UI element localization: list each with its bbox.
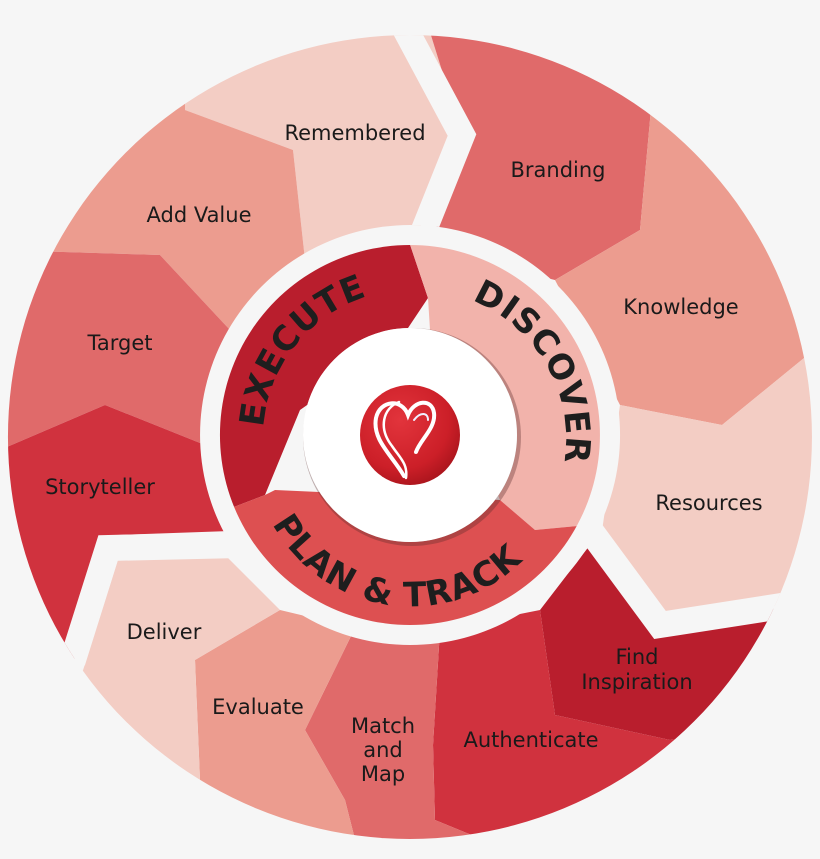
segment-storyteller[interactable] xyxy=(0,405,260,700)
segment-evaluate[interactable] xyxy=(195,610,360,859)
label-knowledge: Knowledge xyxy=(623,295,738,319)
label-match-and-map-line2: and xyxy=(363,738,403,762)
gap-top xyxy=(383,35,477,250)
label-branding: Branding xyxy=(510,158,605,182)
segment-target[interactable] xyxy=(0,250,250,450)
label-resources: Resources xyxy=(655,491,762,515)
label-match-and-map-line1: Match xyxy=(351,714,415,738)
segment-match-and-map[interactable] xyxy=(305,628,530,859)
label-find-inspiration-line1: Find xyxy=(615,645,658,669)
label-target: Target xyxy=(87,331,153,355)
label-match-and-map-line3: Map xyxy=(361,762,405,786)
label-evaluate: Evaluate xyxy=(212,695,304,719)
gap-right xyxy=(579,522,812,640)
label-deliver: Deliver xyxy=(127,620,202,644)
heart-swirl-logo-icon[interactable] xyxy=(360,385,460,485)
label-find-inspiration-line2: Inspiration xyxy=(581,670,692,694)
gap-lower-left xyxy=(47,532,241,704)
label-authenticate: Authenticate xyxy=(463,728,598,752)
label-storyteller: Storyteller xyxy=(45,475,155,499)
label-remembered: Remembered xyxy=(284,121,425,145)
segment-resources[interactable] xyxy=(600,345,820,622)
label-add-value: Add Value xyxy=(147,203,252,227)
